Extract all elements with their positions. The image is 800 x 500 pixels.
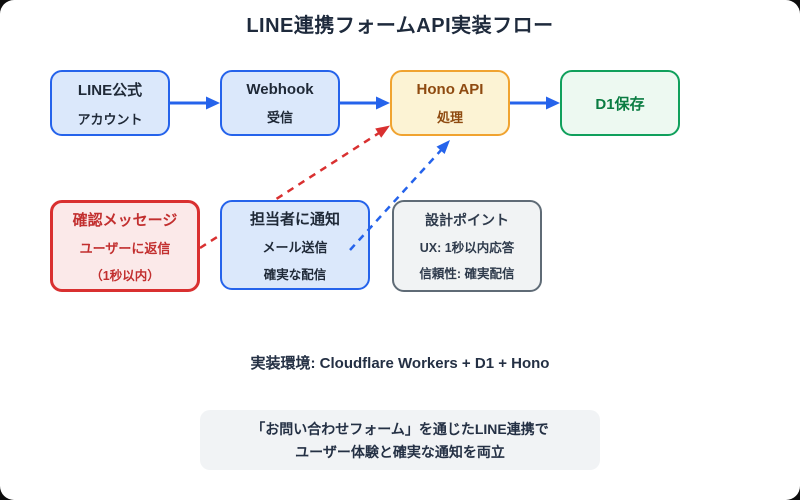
node-subline: UX: 1秒以内応答 (419, 241, 515, 255)
node-hono-api: Hono API 処理 (390, 70, 510, 136)
node-webhook: Webhook 受信 (220, 70, 340, 136)
node-title: 確認メッセージ (72, 211, 178, 229)
node-subline: （1秒以内） (90, 268, 160, 283)
node-line-official: LINE公式 アカウント (50, 70, 170, 136)
node-subline: 確実な配信 (263, 267, 327, 282)
node-subline: アカウント (77, 111, 143, 127)
edge-line-official-to-webhook (170, 96, 220, 110)
arrowhead-icon (376, 96, 390, 110)
node-confirm-message: 確認メッセージ ユーザーに返信 （1秒以内） (50, 200, 200, 292)
summary-card: 「お問い合わせフォーム」を通じたLINE連携で ユーザー体験と確実な通知を両立 (200, 410, 600, 470)
node-subline: 受信 (266, 109, 293, 125)
edge-webhook-to-hono-api (340, 96, 390, 110)
arrowhead-icon (546, 96, 560, 110)
node-notify-staff: 担当者に通知 メール送信 確実な配信 (220, 200, 370, 290)
node-subline: 処理 (436, 109, 463, 125)
node-subline: メール送信 (262, 239, 328, 255)
node-title: D1保存 (595, 95, 645, 113)
node-subline: ユーザーに返信 (79, 240, 171, 256)
node-title: 担当者に通知 (249, 210, 340, 228)
env-note: 実装環境: Cloudflare Workers + D1 + Hono (250, 355, 550, 372)
node-title: Hono API (416, 80, 484, 98)
summary-line-2: ユーザー体験と確実な通知を両立 (295, 443, 505, 460)
diagram-title: LINE連携フォームAPI実装フロー (246, 15, 554, 37)
node-title: 設計ポイント (425, 212, 509, 228)
node-subline: 信頼性: 確実配信 (419, 267, 515, 281)
node-title: Webhook (246, 80, 314, 98)
node-design-points: 設計ポイント UX: 1秒以内応答 信頼性: 確実配信 (392, 200, 542, 292)
edge-hono-api-to-d1-save (510, 96, 560, 110)
node-d1-save: D1保存 (560, 70, 680, 136)
node-title: LINE公式 (77, 81, 143, 99)
arrowhead-icon (436, 140, 450, 154)
arrowhead-icon (206, 96, 220, 110)
summary-line-1: 「お問い合わせフォーム」を通じたLINE連携で (251, 420, 549, 437)
arrowhead-icon (375, 125, 390, 138)
